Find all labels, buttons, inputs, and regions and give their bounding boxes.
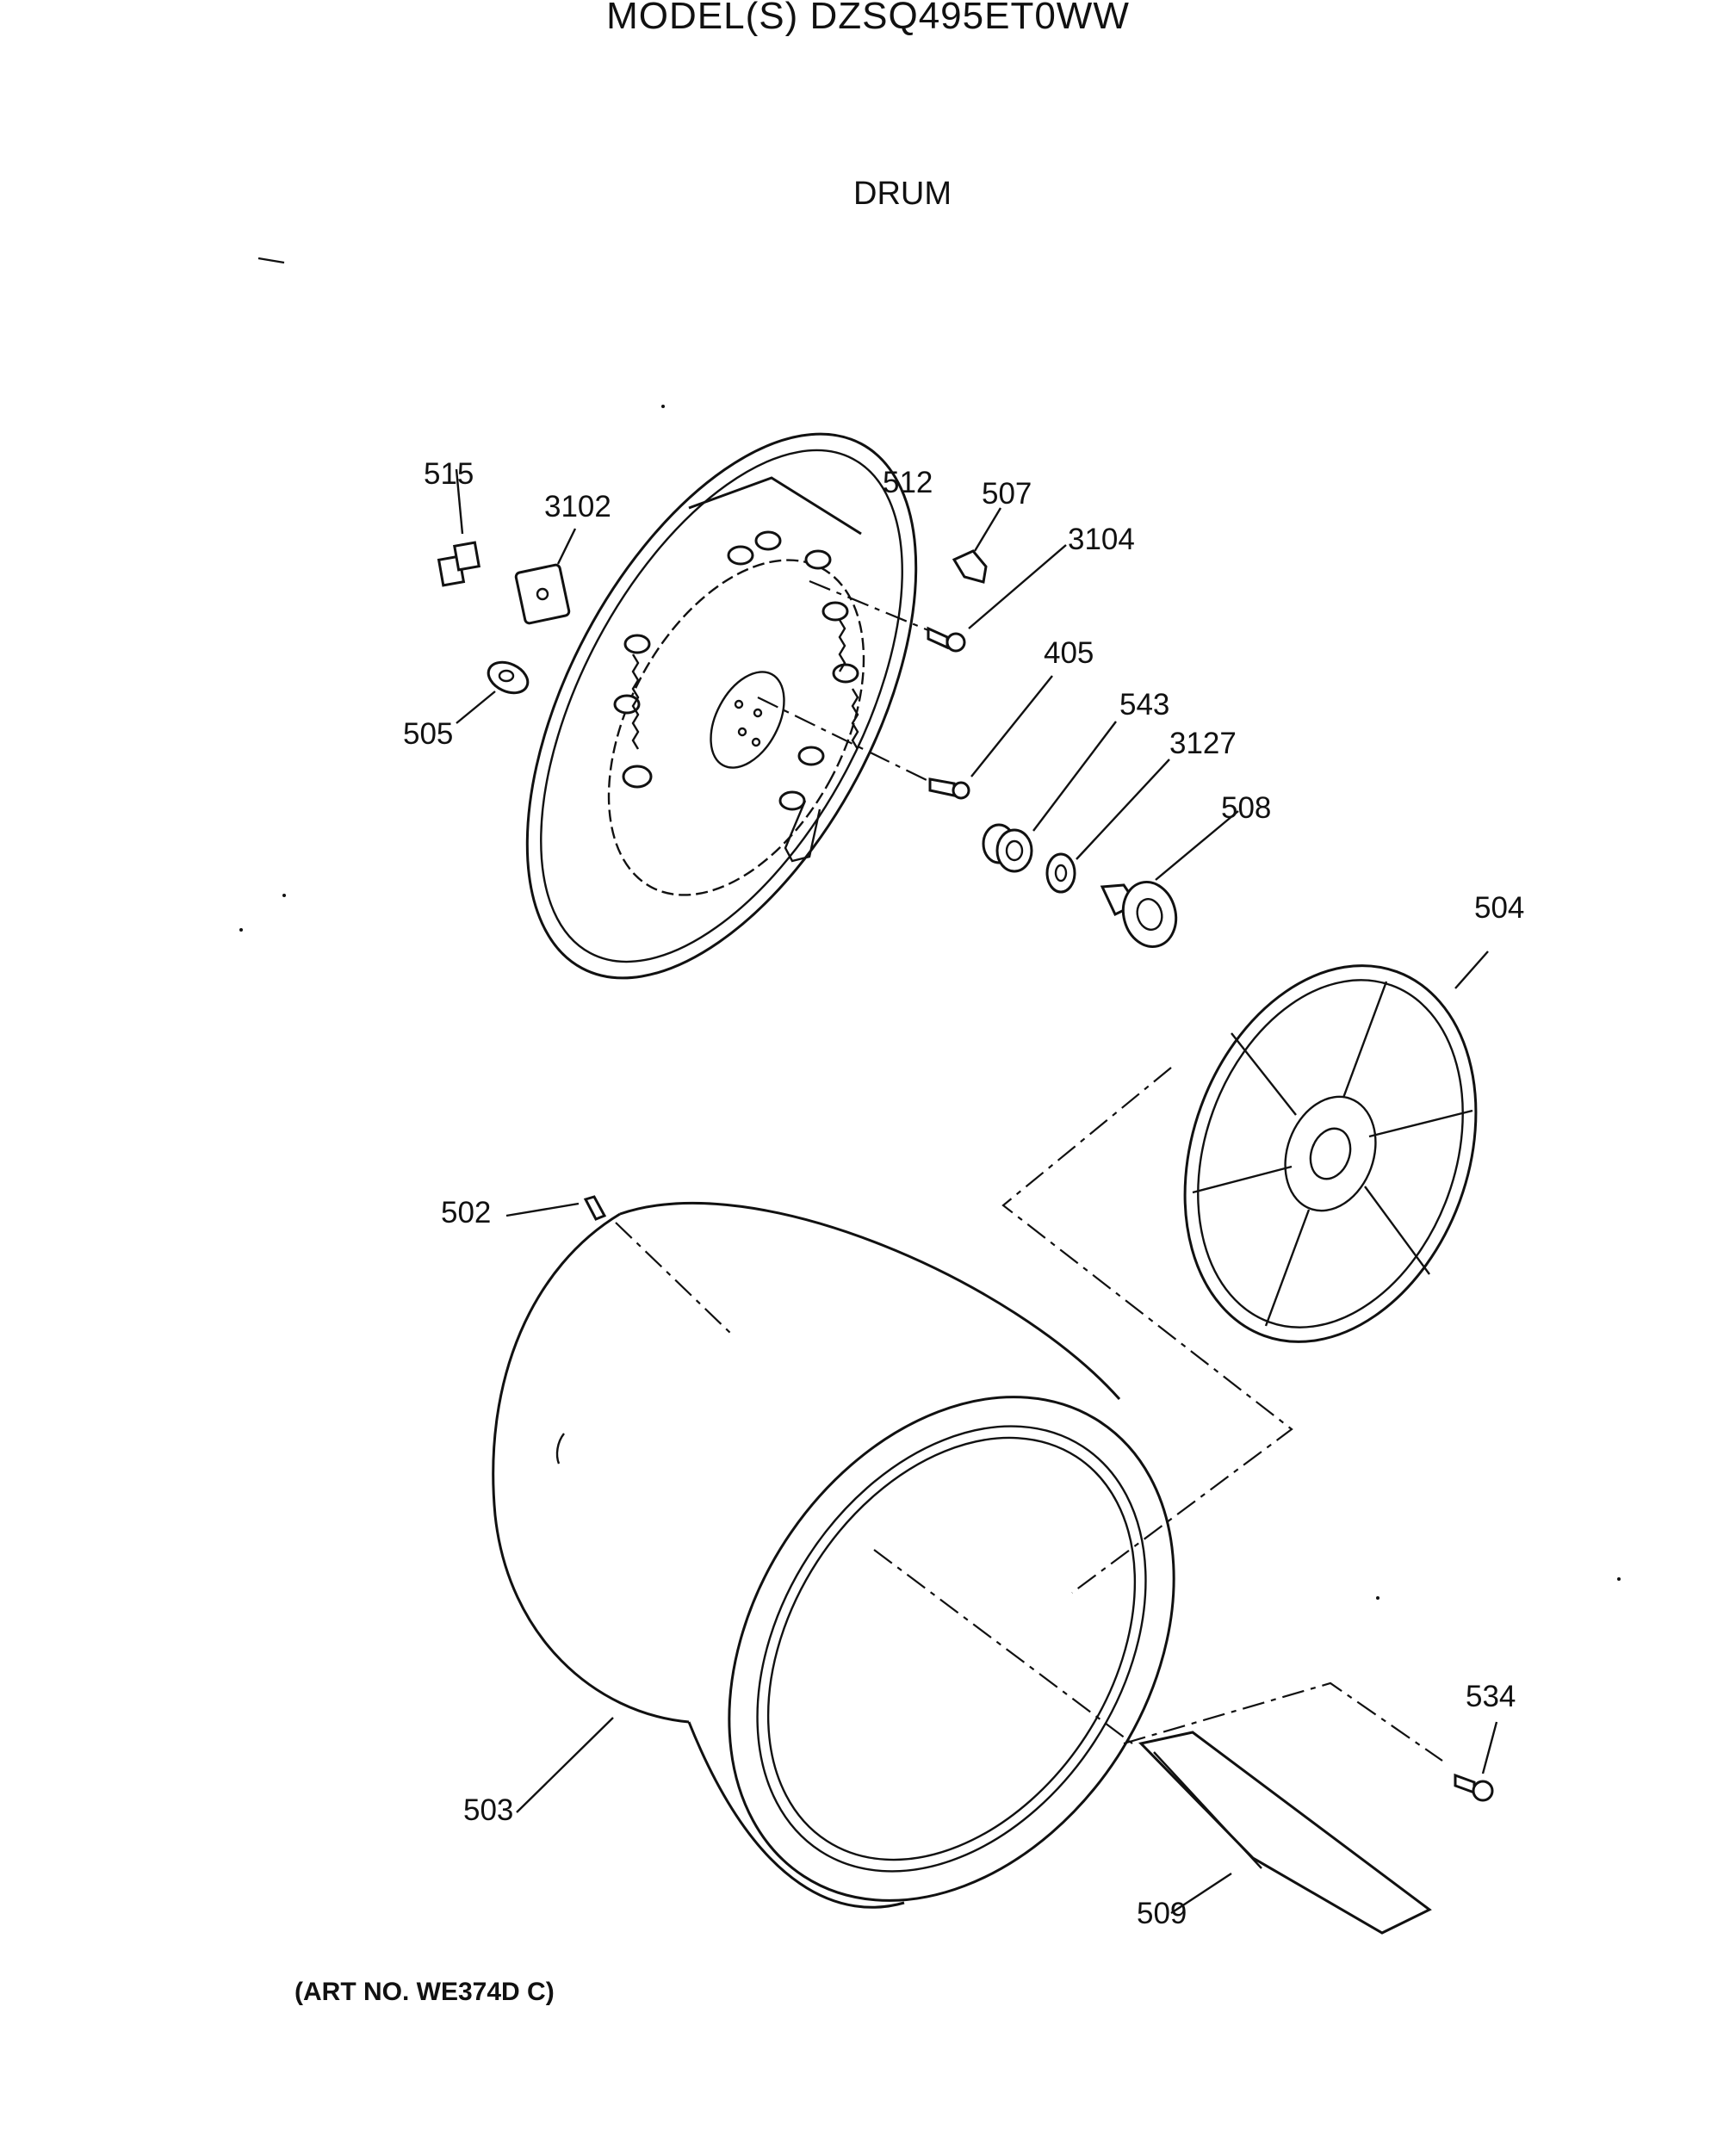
part-515-drawing [437, 468, 480, 587]
alignment-lines [873, 1067, 1443, 1762]
part-405-drawing [757, 675, 1053, 800]
part-label-405: 405 [1044, 636, 1094, 670]
part-label-503: 503 [463, 1793, 513, 1827]
part-label-534: 534 [1466, 1680, 1516, 1713]
part-505-drawing [456, 660, 530, 724]
part-507-drawing [952, 507, 1002, 584]
part-label-3102: 3102 [544, 490, 611, 523]
part-label-509: 509 [1137, 1897, 1187, 1930]
part-label-504: 504 [1474, 891, 1524, 925]
part-534-drawing [1454, 1721, 1498, 1802]
part-3127-drawing [1045, 759, 1170, 894]
part-label-515: 515 [424, 457, 474, 491]
scan-specks [239, 257, 1621, 1600]
part-label-508: 508 [1221, 791, 1271, 825]
part-label-502: 502 [441, 1196, 491, 1229]
part-3104-drawing [809, 544, 1067, 653]
part-543-drawing [982, 721, 1117, 873]
rear-bulkhead-drawing [525, 432, 918, 980]
part-label-3127: 3127 [1169, 727, 1237, 760]
front-panel-drawing [1183, 951, 1489, 1343]
part-3102-drawing [514, 528, 577, 625]
part-label-3104: 3104 [1068, 523, 1135, 556]
art-number: (ART NO. WE374D C) [294, 1978, 555, 2006]
part-label-507: 507 [982, 477, 1032, 511]
page-title: MODEL(S) DZSQ495ET0WW [606, 0, 1130, 37]
section-title: DRUM [853, 176, 952, 212]
part-label-543: 543 [1119, 688, 1169, 721]
baffle-drawing [1138, 1731, 1432, 1935]
part-label-505: 505 [403, 717, 453, 751]
drum-drawing [492, 1195, 1175, 1909]
part-label-512: 512 [883, 466, 933, 499]
part-508-drawing [1100, 810, 1239, 949]
